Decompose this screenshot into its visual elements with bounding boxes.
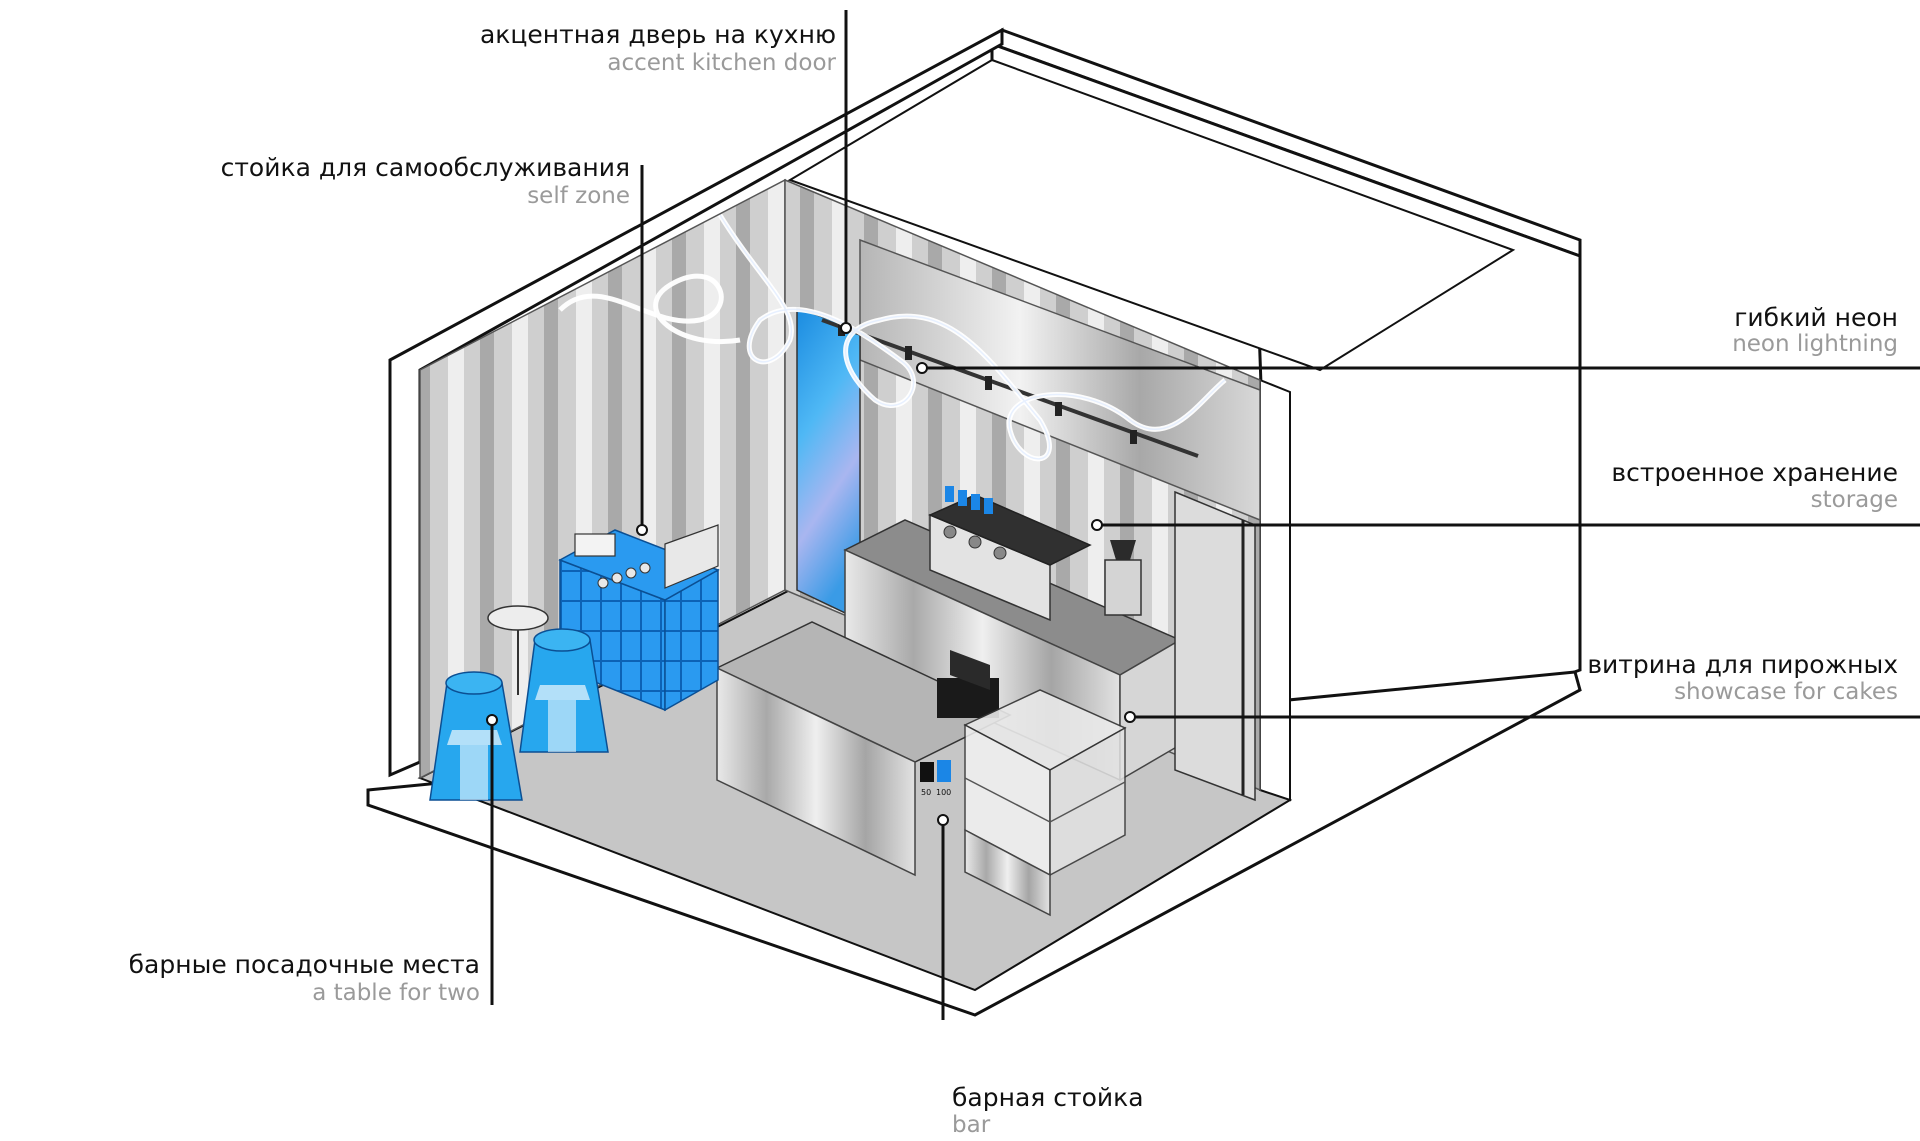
label-door-ru: акцентная дверь на кухню [479, 20, 836, 49]
self-dispensers [574, 533, 616, 557]
bar-stool-back [519, 628, 609, 753]
leader-lines [490, 10, 1920, 1020]
right-side-wall [1259, 378, 1291, 802]
label-door-en: accent kitchen door [607, 50, 836, 76]
label-self-zone-ru: стойка для самообслуживания [220, 153, 630, 182]
label-neon-ru: гибкий неон [1734, 303, 1898, 332]
price-tag [937, 760, 951, 782]
label-seating-ru: барные посадочные места [128, 950, 480, 979]
coffee-machine [928, 486, 1092, 622]
round-table [487, 605, 549, 695]
label-showcase-ru: витрина для пирожных [1587, 650, 1898, 679]
leader-dots [486, 322, 1136, 826]
label-seating-en: a table for two [312, 980, 480, 1006]
microwave [664, 524, 719, 589]
tall-fridge [1174, 490, 1256, 802]
cup-icon [958, 490, 967, 506]
cake-showcase [963, 689, 1127, 917]
price-tag-100: 100 [936, 788, 951, 797]
label-bar-ru: барная стойка [952, 1083, 1144, 1112]
cup-icon [971, 494, 980, 510]
back-wall-inner [787, 58, 1516, 372]
storage-cabinets [859, 238, 1261, 522]
label-storage-en: storage [1810, 487, 1898, 513]
label-self-zone-en: self zone [527, 183, 630, 209]
label-showcase-en: showcase for cakes [1674, 679, 1898, 705]
cup-icon [984, 498, 993, 514]
label-storage-ru: встроенное хранение [1611, 458, 1898, 487]
coffee-grinder [1104, 540, 1142, 616]
bar-stool-front [429, 671, 523, 801]
pos-terminal [937, 650, 999, 718]
label-neon-en: neon lightning [1732, 331, 1898, 357]
cup-icon [945, 486, 954, 502]
bar-counter-front [716, 666, 916, 877]
price-tag [920, 762, 934, 782]
price-tag-50: 50 [921, 788, 931, 797]
label-bar-en: bar [952, 1112, 991, 1138]
